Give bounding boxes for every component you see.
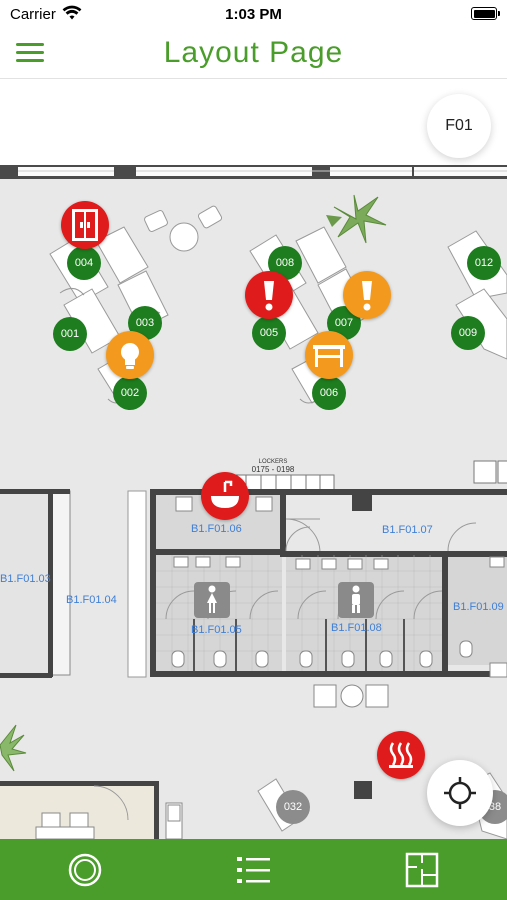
wifi-icon xyxy=(62,5,82,20)
floor-plan-map[interactable]: LOCKERS 0175 - 0198 xyxy=(0,79,507,839)
page-title: Layout Page xyxy=(163,36,344,69)
alert-marker[interactable] xyxy=(343,271,391,319)
floorplan-icon xyxy=(405,852,439,888)
list-icon xyxy=(237,857,270,883)
room-label: B1.F01.05 xyxy=(191,624,242,636)
desk-marker[interactable]: 005 xyxy=(252,316,286,350)
room-label: B1.F01.09 xyxy=(453,601,504,613)
desk-marker[interactable]: 003 xyxy=(128,306,162,340)
restroom-female-icon xyxy=(207,585,217,613)
table-icon xyxy=(313,345,345,367)
sink-icon xyxy=(211,480,239,508)
desk-marker[interactable]: 032 xyxy=(276,790,310,824)
bottom-tab-bar xyxy=(0,839,507,900)
tab-overview[interactable] xyxy=(65,851,105,889)
tab-floorplan[interactable] xyxy=(402,851,442,889)
desk-marker[interactable]: 004 xyxy=(67,246,101,280)
lockers-title: LOCKERS xyxy=(259,459,288,465)
heating-icon xyxy=(389,742,413,768)
desk-marker[interactable]: 012 xyxy=(467,246,501,280)
sink-marker[interactable] xyxy=(201,472,249,520)
lightbulb-marker[interactable] xyxy=(106,331,154,379)
lockers-range: 0175 - 0198 xyxy=(252,465,295,474)
room-label: B1.F01.06 xyxy=(191,523,242,535)
room-label: B1.F01.08 xyxy=(331,622,382,634)
alert-marker[interactable] xyxy=(245,271,293,319)
locate-me-button[interactable] xyxy=(427,760,493,826)
door-sensor-icon xyxy=(72,209,98,241)
carrier-label: Carrier xyxy=(10,6,56,23)
plant-icon xyxy=(326,194,387,244)
tab-list[interactable] xyxy=(234,851,274,889)
desk-marker[interactable]: 006 xyxy=(312,376,346,410)
status-bar: Carrier 1:03 PM xyxy=(0,0,507,28)
desk-marker[interactable]: 002 xyxy=(113,376,147,410)
alert-icon xyxy=(264,281,274,311)
plant-icon xyxy=(0,724,27,772)
alert-icon xyxy=(362,281,372,311)
desk-marker[interactable]: 009 xyxy=(451,316,485,350)
door-sensor-marker[interactable] xyxy=(61,201,109,249)
heating-marker[interactable] xyxy=(377,731,425,779)
desk-marker[interactable]: 001 xyxy=(53,317,87,351)
battery-icon xyxy=(471,7,500,20)
floor-selector-button[interactable]: F01 xyxy=(427,94,491,158)
clock: 1:03 PM xyxy=(225,6,282,23)
nav-bar: Layout Page xyxy=(0,28,507,79)
lightbulb-icon xyxy=(121,343,139,369)
table-marker[interactable] xyxy=(305,331,353,379)
restroom-male-icon xyxy=(352,585,360,613)
crosshair-icon xyxy=(444,777,476,809)
room-label: B1.F01.03 xyxy=(0,573,51,585)
overview-circle-icon xyxy=(68,853,102,887)
room-label: B1.F01.07 xyxy=(382,524,433,536)
hamburger-menu-button[interactable] xyxy=(14,38,48,68)
room-label: B1.F01.04 xyxy=(66,594,117,606)
